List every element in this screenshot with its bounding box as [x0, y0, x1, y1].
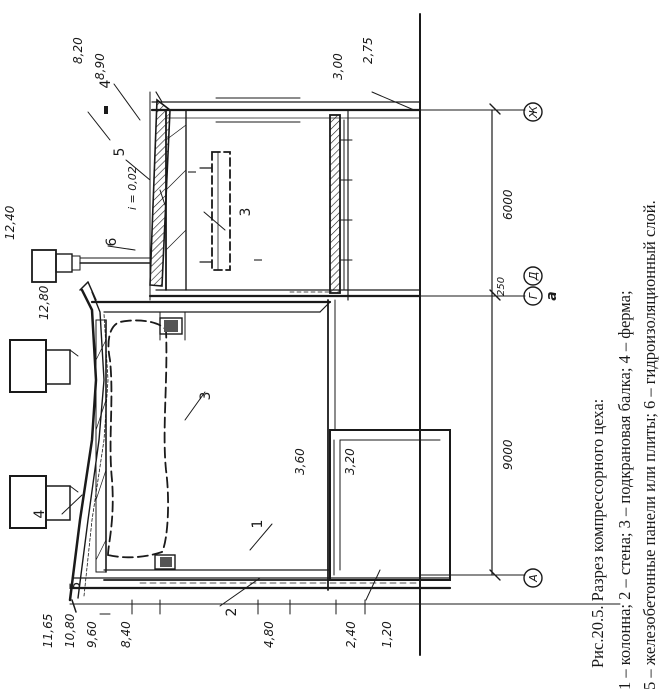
elevation-9-60: 9,60	[85, 621, 99, 648]
column-axis-a	[103, 554, 331, 581]
axis-circle-a	[523, 568, 543, 588]
vent-boxes-left	[9, 339, 79, 529]
elevation-10-80: 10,80	[63, 613, 77, 648]
elevation-lines	[69, 599, 621, 615]
axis-zh-label: Ж	[527, 105, 540, 119]
crane-beam-left	[107, 319, 169, 559]
callout-6: 6	[104, 237, 120, 246]
callout-4-right: 4	[98, 79, 114, 88]
span-6000: 6000	[501, 189, 515, 220]
elevation-4-80: 4,80	[262, 621, 276, 648]
roof-left-bay	[68, 281, 109, 613]
axis-circle-d	[523, 266, 543, 286]
elevation-8-40: 8,40	[119, 621, 133, 648]
leader-lines	[61, 83, 415, 607]
axis-g-label: Г	[527, 292, 540, 299]
callout-2: 2	[224, 608, 240, 617]
callout-numbers: 1 2 3 3 4 4 5 5 6 I I	[32, 79, 266, 616]
callout-5-right: 5	[112, 148, 128, 157]
axis-circle-zh	[523, 102, 543, 122]
callout-3-right: 3	[238, 208, 254, 217]
right-bay	[31, 91, 422, 301]
elevation-2-40: 2,40	[344, 621, 358, 648]
sub-label-a: а	[544, 291, 560, 300]
axis-labels: А Г Д Ж а	[527, 105, 560, 583]
caption-line-2: 5 – железобетонные панели или плиты; 6 –…	[640, 200, 659, 690]
callout-4-left: 4	[32, 509, 48, 518]
elevation-12-40: 12,40	[3, 205, 17, 240]
elevation-2-75: 2,75	[361, 37, 375, 64]
building-section	[9, 13, 621, 656]
slope-label: i = 0,02	[126, 166, 139, 210]
caption: Рис.20.5. Разрез компрессорного цеха: 1 …	[588, 200, 659, 690]
elevation-8-90: 8,90	[93, 53, 107, 80]
elevation-3-00: 3,00	[331, 53, 345, 80]
elevation-labels: 11,65 10,80 9,60 8,40 4,80 2,40 1,20 12,…	[3, 37, 394, 648]
callout-3-left: 3	[198, 392, 214, 401]
span-dimension	[419, 103, 526, 581]
axis-circle-g	[523, 286, 543, 306]
callout-5-left: 5	[68, 582, 84, 591]
elevation-1-20: 1,20	[380, 621, 394, 648]
elevation-3-20: 3,20	[343, 448, 357, 475]
lower-room	[327, 299, 451, 591]
elevation-8-20: 8,20	[71, 37, 85, 64]
elevation-3-60: 3,60	[293, 448, 307, 475]
dimension-labels: 9000 6000 250 i = 0,02	[126, 166, 515, 470]
span-9000: 9000	[501, 439, 515, 470]
caption-line-1: 1 – колонна; 2 – стена; 3 – подкрановая …	[615, 290, 634, 690]
truss-left	[95, 319, 107, 573]
section-mark-1: I	[186, 170, 199, 173]
crane-beam-right	[211, 151, 231, 271]
caption-title: Рис.20.5. Разрез компрессорного цеха:	[588, 399, 607, 668]
wall-axis-a	[70, 577, 452, 590]
section-mark-2: I	[252, 258, 265, 261]
axis-a-label: А	[527, 574, 540, 583]
offset-250: 250	[496, 277, 507, 296]
elevation-11-65: 11,65	[41, 614, 55, 648]
callout-1: 1	[250, 520, 266, 529]
column-axis-g	[90, 300, 332, 341]
axis-d-label: Д	[527, 271, 540, 281]
elevation-12-80: 12,80	[37, 285, 51, 320]
